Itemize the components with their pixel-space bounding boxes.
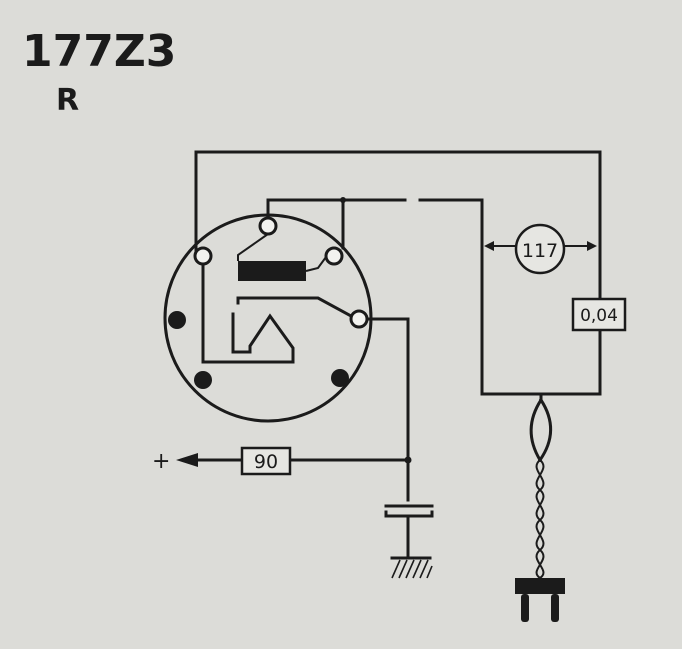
resistor-90-label: 90: [254, 451, 278, 473]
diagram-code: 177Z3: [22, 26, 176, 77]
pin-bottom-left-blank: [194, 371, 212, 389]
wiring: + 90 117 0,04: [152, 150, 627, 622]
resistor-90: [240, 446, 292, 476]
wire-anode-down: [365, 317, 410, 502]
wire-top-pin: [266, 198, 407, 220]
plug-prong-left: [521, 594, 529, 622]
plus-sign: +: [152, 449, 170, 474]
heater-filament: [201, 262, 295, 364]
voltage-117-label: 117: [522, 240, 558, 262]
pin-top-right: [324, 246, 344, 266]
anode-plate: [236, 296, 354, 319]
plug-body: [515, 578, 565, 594]
cord-twist-b: [535, 459, 545, 579]
diagram-suffix: R: [56, 83, 79, 118]
cathode-lead: [237, 233, 269, 261]
pin-left-blank: [168, 311, 186, 329]
supply-arrow: [176, 453, 198, 467]
current-004-box: [571, 297, 627, 332]
voltage-117-circle: [514, 223, 566, 275]
dimension-arrow-right: [587, 241, 597, 251]
current-004-label: 0,04: [580, 306, 618, 326]
dimension-arrow-left: [484, 241, 494, 251]
ground-hatch: [391, 559, 433, 579]
wire-outer-loop: [194, 150, 602, 396]
cord-top-left: [529, 392, 543, 463]
junction-top: [340, 197, 346, 203]
pin-bottom-right-blank: [331, 369, 349, 387]
power-plug: [515, 578, 565, 622]
cathode-right-lead: [305, 256, 327, 272]
cathode: [238, 261, 306, 281]
cord-top-right: [537, 397, 553, 463]
pin-top: [258, 216, 278, 236]
plug-prong-right: [551, 594, 559, 622]
pin-right: [349, 309, 369, 329]
